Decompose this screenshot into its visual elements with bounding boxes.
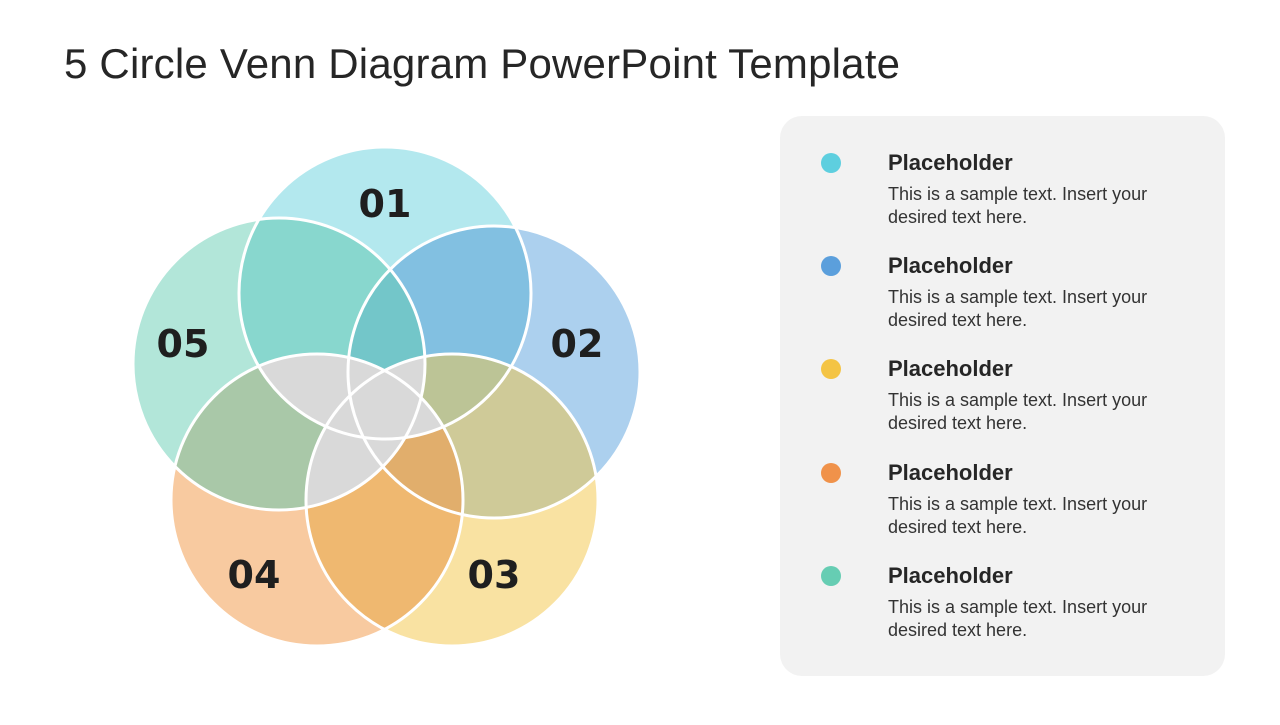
venn-overlaps <box>171 218 598 646</box>
bullet-dot-icon <box>821 256 841 276</box>
legend-panel: Placeholder This is a sample text. Inser… <box>780 116 1225 676</box>
legend-item-text: This is a sample text. Insert your desir… <box>888 287 1148 330</box>
legend-item-title: Placeholder <box>888 150 1013 175</box>
bullet-dot-icon <box>821 566 841 586</box>
venn-outlines <box>131 145 642 648</box>
legend-item-title: Placeholder <box>888 460 1013 485</box>
legend-item-title: Placeholder <box>888 563 1013 588</box>
circle-label-02: 02 <box>551 322 604 366</box>
bullet-dot-icon <box>821 153 841 173</box>
legend-item-text: This is a sample text. Insert your desir… <box>888 597 1148 640</box>
bullet-dot-icon <box>821 359 841 379</box>
legend-item-title: Placeholder <box>888 253 1013 278</box>
circle-label-01: 01 <box>359 182 412 226</box>
legend-item-title: Placeholder <box>888 356 1013 381</box>
legend-item-text: This is a sample text. Insert your desir… <box>888 184 1148 227</box>
venn-diagram: 01 02 03 04 05 <box>131 145 642 648</box>
bullet-dot-icon <box>821 463 841 483</box>
circle-label-04: 04 <box>228 553 281 597</box>
circle-label-05: 05 <box>157 322 210 366</box>
legend-item-text: This is a sample text. Insert your desir… <box>888 494 1148 537</box>
slide-title: 5 Circle Venn Diagram PowerPoint Templat… <box>64 40 901 87</box>
circle-label-03: 03 <box>468 553 521 597</box>
legend-item-text: This is a sample text. Insert your desir… <box>888 390 1148 433</box>
